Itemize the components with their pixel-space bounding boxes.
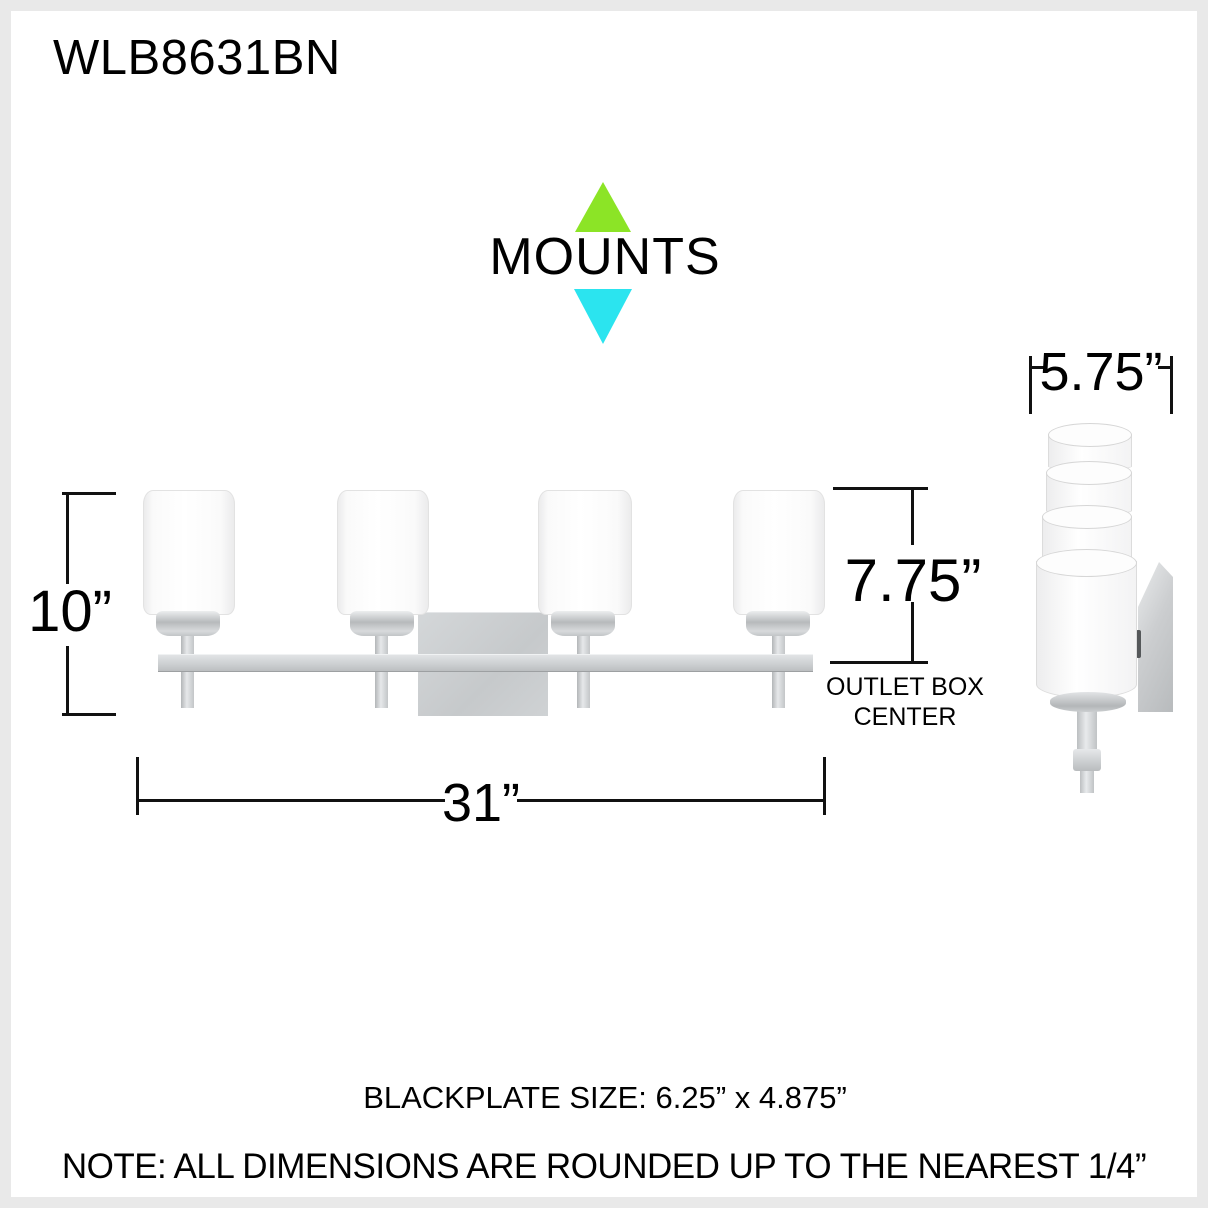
- width-dim-line-left: [139, 799, 445, 802]
- side-shade-2-rim: [1042, 505, 1132, 529]
- outlet-dim-line-lower: [911, 602, 914, 664]
- outlet-dim-line-upper: [911, 487, 914, 545]
- depth-dim-left-tick: [1029, 356, 1032, 414]
- side-cap: [1050, 692, 1126, 712]
- outlet-dim-top-line: [833, 487, 928, 490]
- depth-dim-right-tick: [1170, 356, 1173, 414]
- front-cap-2: [350, 611, 414, 636]
- dimensions-rounding-note: NOTE: ALL DIMENSIONS ARE ROUNDED UP TO T…: [61, 1147, 1147, 1186]
- front-shade-3: [538, 490, 632, 615]
- model-number: WLB8631BN: [53, 31, 341, 85]
- front-shade-2: [337, 490, 429, 615]
- outlet-box-label-line1: OUTLET BOX: [826, 673, 984, 701]
- front-cap-4: [746, 611, 810, 636]
- width-dim-line-right: [517, 799, 823, 802]
- side-stem-upper: [1077, 710, 1097, 752]
- side-shade-3-rim: [1046, 461, 1132, 485]
- side-backplate: [1138, 562, 1173, 712]
- height-dim-label: 10”: [28, 579, 112, 644]
- height-dim-line-upper: [66, 492, 69, 584]
- depth-dim-dash-right: [1158, 366, 1170, 369]
- mount-down-arrow-icon: [574, 289, 632, 344]
- width-dim-right-tick: [823, 757, 826, 815]
- front-shade-4: [733, 490, 825, 615]
- front-bar: [158, 654, 813, 672]
- mount-up-arrow-icon: [575, 182, 631, 232]
- side-shade-1: [1036, 549, 1137, 698]
- width-dim-left-tick: [136, 757, 139, 815]
- depth-dim-label: 5.75”: [1039, 342, 1163, 402]
- side-shade-4-rim: [1048, 423, 1132, 447]
- depth-dim-dash-left: [1032, 366, 1044, 369]
- mounts-label: MOUNTS: [489, 228, 721, 286]
- height-dim-line-lower: [66, 646, 69, 716]
- backplate-size-note: BLACKPLATE SIZE: 6.25” x 4.875”: [363, 1080, 847, 1115]
- outlet-box-center-label: OUTLET BOX CENTER: [826, 672, 984, 732]
- side-backplate-slot: [1136, 630, 1141, 658]
- front-shade-1: [143, 490, 235, 615]
- side-stem-lower: [1080, 771, 1094, 793]
- width-dim-label: 31”: [441, 773, 521, 833]
- side-shade-1-body: [1036, 561, 1137, 698]
- side-shade-1-rim: [1036, 549, 1137, 577]
- outlet-dim-bottom-line: [830, 661, 928, 664]
- front-cap-3: [551, 611, 615, 636]
- front-cap-1: [156, 611, 220, 636]
- height-dim-bottom-cap: [62, 713, 116, 716]
- side-stem-knob: [1073, 749, 1101, 771]
- height-dim-top-cap: [62, 492, 116, 495]
- outlet-box-label-line2: CENTER: [853, 703, 957, 731]
